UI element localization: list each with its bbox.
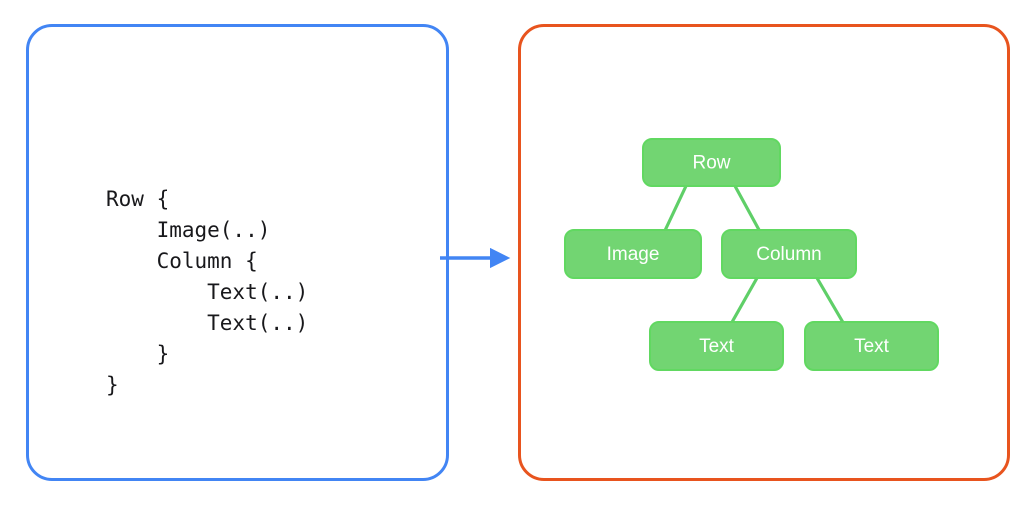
tree-node-box — [721, 229, 857, 279]
tree-node-label: Text — [854, 336, 890, 357]
tree-node-box — [649, 321, 784, 371]
tree-node-box — [642, 138, 781, 187]
tree-node-label: Image — [607, 244, 660, 265]
code-snippet: Row { Image(..) Column { Text(..) Text(.… — [106, 187, 309, 397]
tree-node-column[interactable]: Column — [721, 229, 857, 279]
tree-node-box — [564, 229, 702, 279]
compiles-to-arrow — [440, 247, 511, 269]
tree-node-text2[interactable]: Text — [804, 321, 939, 371]
tree-node-image[interactable]: Image — [564, 229, 702, 279]
tree-node-label: Column — [756, 244, 821, 265]
tree-node-label: Row — [692, 153, 730, 174]
tree-node-label: Text — [699, 336, 735, 357]
code-panel: Row { Image(..) Column { Text(..) Text(.… — [26, 24, 449, 481]
tree-node-text1[interactable]: Text — [649, 321, 784, 371]
tree-node-box — [804, 321, 939, 371]
tree-node-row[interactable]: Row — [642, 138, 781, 187]
